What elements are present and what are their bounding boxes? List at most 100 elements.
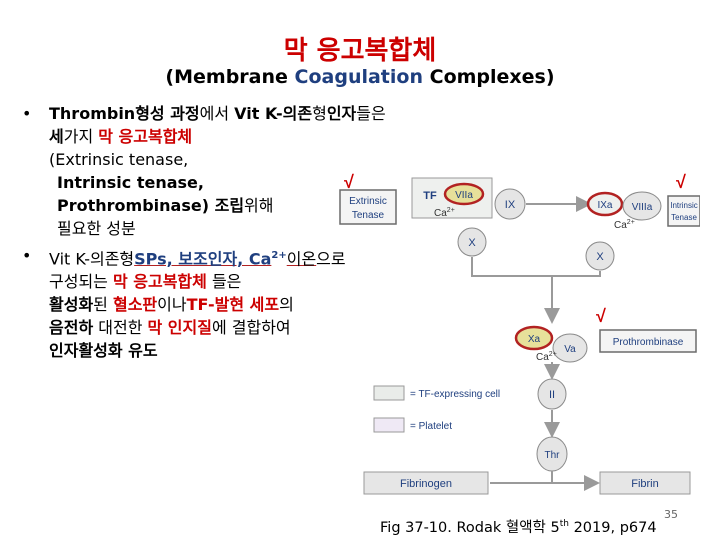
b2-l2-b: 막 응고복합체 <box>112 272 207 292</box>
arrow-xleft-down <box>471 257 552 277</box>
b1-l5-a: Prothrombinase) <box>57 196 215 215</box>
viia-label: VIIa <box>455 190 473 201</box>
coagulation-diagram: Extrinsic Tenase TF VIIa Ca2+ √ IX IXa V… <box>339 172 700 495</box>
bullet-2-marker: • <box>22 246 32 265</box>
b1-l5-b: 조립 <box>214 196 245 215</box>
b1-l5-c: 위해 <box>244 196 274 215</box>
bullet-1: • Thrombin형성 과정에서 Vit K-의존형인자들은 세가지 막 응고… <box>22 102 482 240</box>
ii-label: II <box>549 389 555 401</box>
x-left-label: X <box>468 237 476 249</box>
viiia-circle <box>622 191 662 221</box>
ca-label-1: Ca2+ <box>434 207 455 219</box>
bullet-1-line-2: 세가지 막 응고복합체 <box>49 125 482 148</box>
bullet-2-line-2: 구성되는 막 응고복합체 들은 <box>49 270 442 293</box>
b2-l3-e: TF-발현 세포 <box>186 295 280 315</box>
bullet-1-line-3: (Extrinsic tenase, <box>49 150 189 169</box>
va-label: Va <box>564 344 576 355</box>
extrinsic-tenase-label-2: Tenase <box>352 210 385 221</box>
b2-l3-f: 의 <box>279 295 294 315</box>
ix-circle <box>494 188 526 220</box>
b2-l4-b: 대전한 <box>93 318 148 338</box>
b1-l2-a: 세 <box>49 127 64 146</box>
thr-label: Thr <box>545 450 561 461</box>
fibrin-label: Fibrin <box>631 478 659 490</box>
subtitle-word-coagulation: Coagulation <box>294 66 423 88</box>
bullet-1-marker: • <box>22 104 32 123</box>
caption-text-a: Fig 37-10. Rodak 혈액학 5 <box>380 520 560 536</box>
intrinsic-tenase-box <box>667 195 700 227</box>
intrinsic-tenase-label-2: Tenase <box>671 213 697 222</box>
subtitle-open-paren: ( <box>165 66 175 88</box>
check-mark-1: √ <box>344 172 354 192</box>
x-right-label: X <box>596 251 604 263</box>
bullet-2-line-1: Vit K-의존형SPs, 보조인자, Ca2+이온으로 <box>49 244 442 270</box>
page-number: 35 <box>664 508 678 521</box>
b2-l1-sup: 2+ <box>271 250 287 261</box>
b2-l3-d: 이나 <box>157 295 187 315</box>
b2-l1-d: 으로 <box>316 249 346 269</box>
b2-l1-a: Vit K-의존형 <box>49 249 135 269</box>
figure-caption: Fig 37-10. Rodak 혈액학 5th 2019, p674 <box>380 516 657 537</box>
bullet-1-line-6: 필요한 성분 <box>57 219 136 238</box>
viia-circle <box>443 182 485 206</box>
ixa-label: IXa <box>597 200 612 211</box>
prothrombinase-box <box>599 329 697 353</box>
subtitle-word-membrane: Membrane <box>174 66 288 88</box>
bullet-2: • Vit K-의존형SPs, 보조인자, Ca2+이온으로 구성되는 막 응고… <box>22 244 442 362</box>
extrinsic-tenase-box <box>339 189 397 225</box>
tf-label: TF <box>423 190 437 202</box>
intrinsic-tenase-label-1: Intrinsic <box>670 201 698 210</box>
legend-tf-label: = TF-expressing cell <box>410 389 500 400</box>
ix-label: IX <box>505 199 516 211</box>
xa-circle <box>514 325 554 351</box>
legend-platelet-swatch <box>373 417 405 433</box>
arrow-xright-down <box>552 271 601 277</box>
b1-l1-d: 형 <box>312 104 327 123</box>
b1-l1-c: Vit K-의존 <box>234 104 313 123</box>
ca-label-2: Ca2+ <box>614 219 635 231</box>
b1-l1-e: 인자 <box>326 104 357 123</box>
subtitle-close-paren: ) <box>545 66 555 88</box>
ixa-circle <box>586 191 624 217</box>
bullet-1-line-1: Thrombin형성 과정에서 Vit K-의존형인자들은 <box>49 102 482 125</box>
check-mark-3: √ <box>596 306 606 326</box>
b2-l1-c: 이온 <box>286 249 317 269</box>
fibrinogen-label: Fibrinogen <box>400 478 452 490</box>
bullet-2-line-4: 음전하 대전한 막 인지질에 결합하여 <box>49 316 442 339</box>
bullet-1-line-4: Intrinsic tenase, <box>57 173 204 192</box>
bullet-1-line-5: Prothrombinase) 조립위해 <box>57 194 482 217</box>
b2-l3-b: 된 <box>93 295 113 315</box>
b2-l2-a: 구성되는 <box>49 272 113 292</box>
x-right-circle <box>585 241 615 271</box>
b2-l1-b: SPs, 보조인자, Ca <box>134 249 272 269</box>
b2-l2-c: 들은 <box>206 272 242 292</box>
bullet-2-line-5: 인자활성화 유도 <box>49 341 158 361</box>
b1-l1-a: Thrombin형성 과정 <box>49 104 200 123</box>
extrinsic-tenase-label-1: Extrinsic <box>349 196 387 207</box>
b2-l3-a: 활성화 <box>49 295 94 315</box>
b2-l4-c: 막 인지질 <box>147 318 212 338</box>
va-circle <box>552 333 588 363</box>
slide-title: 막 응고복합체 <box>283 36 437 66</box>
legend-platelet-label: = Platelet <box>410 421 452 432</box>
viiia-label: VIIIa <box>632 202 653 213</box>
b1-l1-b: 에서 <box>199 104 235 123</box>
b1-l2-b: 가지 <box>63 127 99 146</box>
subtitle-word-complexes: Complexes <box>429 66 546 88</box>
check-mark-2: √ <box>676 172 686 192</box>
prothrombinase-label: Prothrombinase <box>613 337 684 348</box>
caption-text-b: 2019, p674 <box>568 520 657 536</box>
slide-subtitle: (Membrane Coagulation Complexes) <box>0 66 720 88</box>
bullet-2-line-3: 활성화된 혈소판이나TF-발현 세포의 <box>49 293 442 316</box>
x-left-circle <box>457 227 487 257</box>
b2-l4-a: 음전하 <box>49 318 94 338</box>
fibrin-box <box>599 471 691 495</box>
ca-label-3: Ca2+ <box>536 351 557 363</box>
legend-tf-swatch <box>373 385 405 401</box>
caption-sup: th <box>559 519 569 530</box>
b2-l3-c: 혈소판 <box>112 295 158 315</box>
b1-l1-f: 들은 <box>356 104 386 123</box>
fibrinogen-box <box>363 471 489 495</box>
b1-l2-c: 막 응고복합체 <box>98 127 193 146</box>
b2-l4-d: 에 결합하여 <box>211 318 291 338</box>
